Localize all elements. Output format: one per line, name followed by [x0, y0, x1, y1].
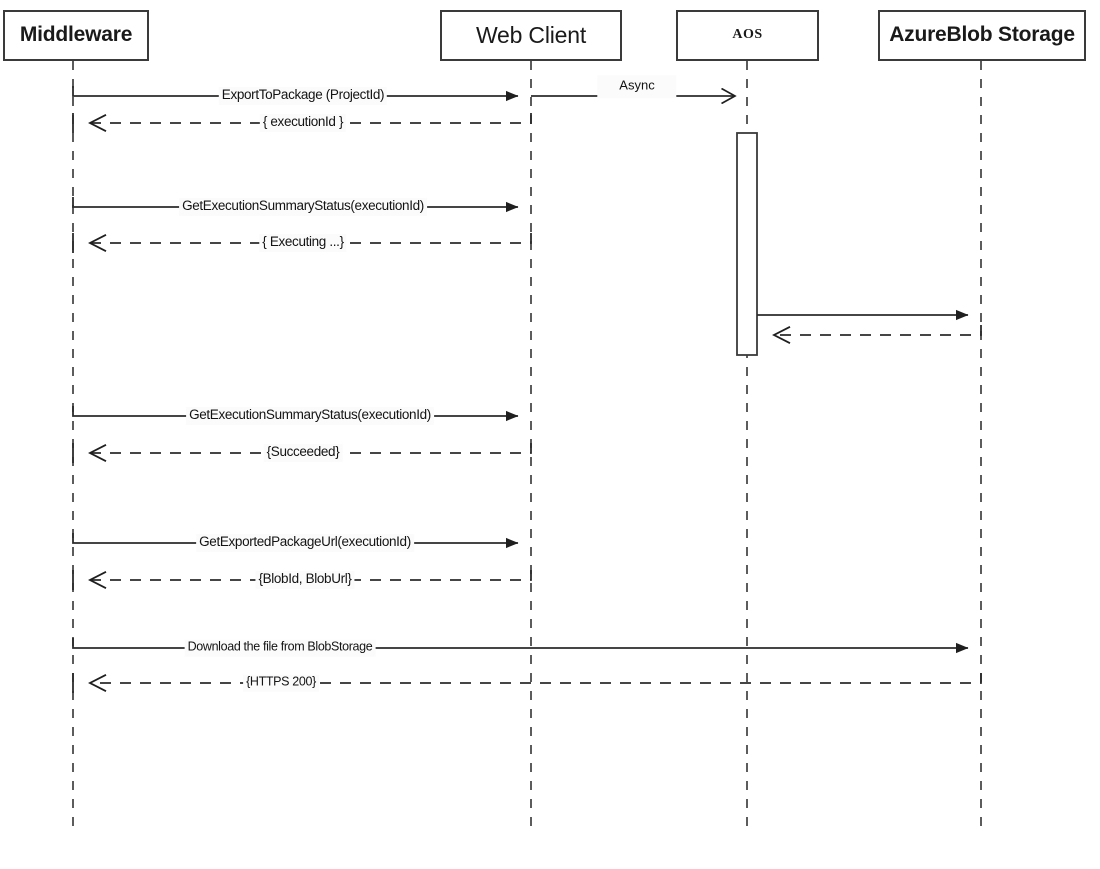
activation-bar-aos — [736, 132, 758, 356]
lifeline-head-aos[interactable]: AOS — [676, 10, 819, 61]
lifeline-label-middleware: Middleware — [19, 23, 133, 47]
message-arrow-download-file — [72, 638, 969, 654]
message-arrow-succeeded-return — [72, 443, 532, 463]
message-label-get-status-1: GetExecutionSummaryStatus(executionId) — [179, 198, 427, 216]
message-arrow-https-200-return — [72, 673, 982, 693]
message-label-async: Async — [597, 75, 677, 99]
message-label-https-200: {HTTPS 200} — [243, 674, 319, 692]
message-label-blob-id-blob-url: {BlobId, BlobUrl} — [255, 571, 355, 589]
message-label-execution-id: { executionId } — [259, 114, 347, 132]
message-label-get-exported-package-url: GetExportedPackageUrl(executionId) — [196, 534, 414, 552]
lifeline-label-azureblob: AzureBlob Storage — [889, 23, 1075, 47]
lifeline-head-azureblob[interactable]: AzureBlob Storage — [878, 10, 1086, 61]
lifeline-label-aos: AOS — [732, 27, 763, 43]
message-arrow-execution-id-return — [72, 113, 532, 133]
lifeline-dashes — [72, 61, 982, 830]
message-label-executing: { Executing ...} — [259, 234, 347, 252]
message-label-get-status-2: GetExecutionSummaryStatus(executionId) — [186, 407, 434, 425]
lifeline-head-webclient[interactable]: Web Client — [440, 10, 622, 61]
message-label-export-to-package: ExportToPackage (ProjectId) — [218, 87, 388, 105]
message-label-succeeded: {Succeeded} — [263, 444, 343, 462]
message-arrow-executing-return — [72, 233, 532, 253]
lifeline-head-middleware[interactable]: Middleware — [3, 10, 149, 61]
message-arrow-blob-to-aos-return — [772, 325, 982, 345]
lifeline-label-webclient: Web Client — [475, 22, 587, 49]
message-label-download-file: Download the file from BlobStorage — [184, 639, 376, 657]
message-arrow-blob-url-return — [72, 570, 532, 590]
